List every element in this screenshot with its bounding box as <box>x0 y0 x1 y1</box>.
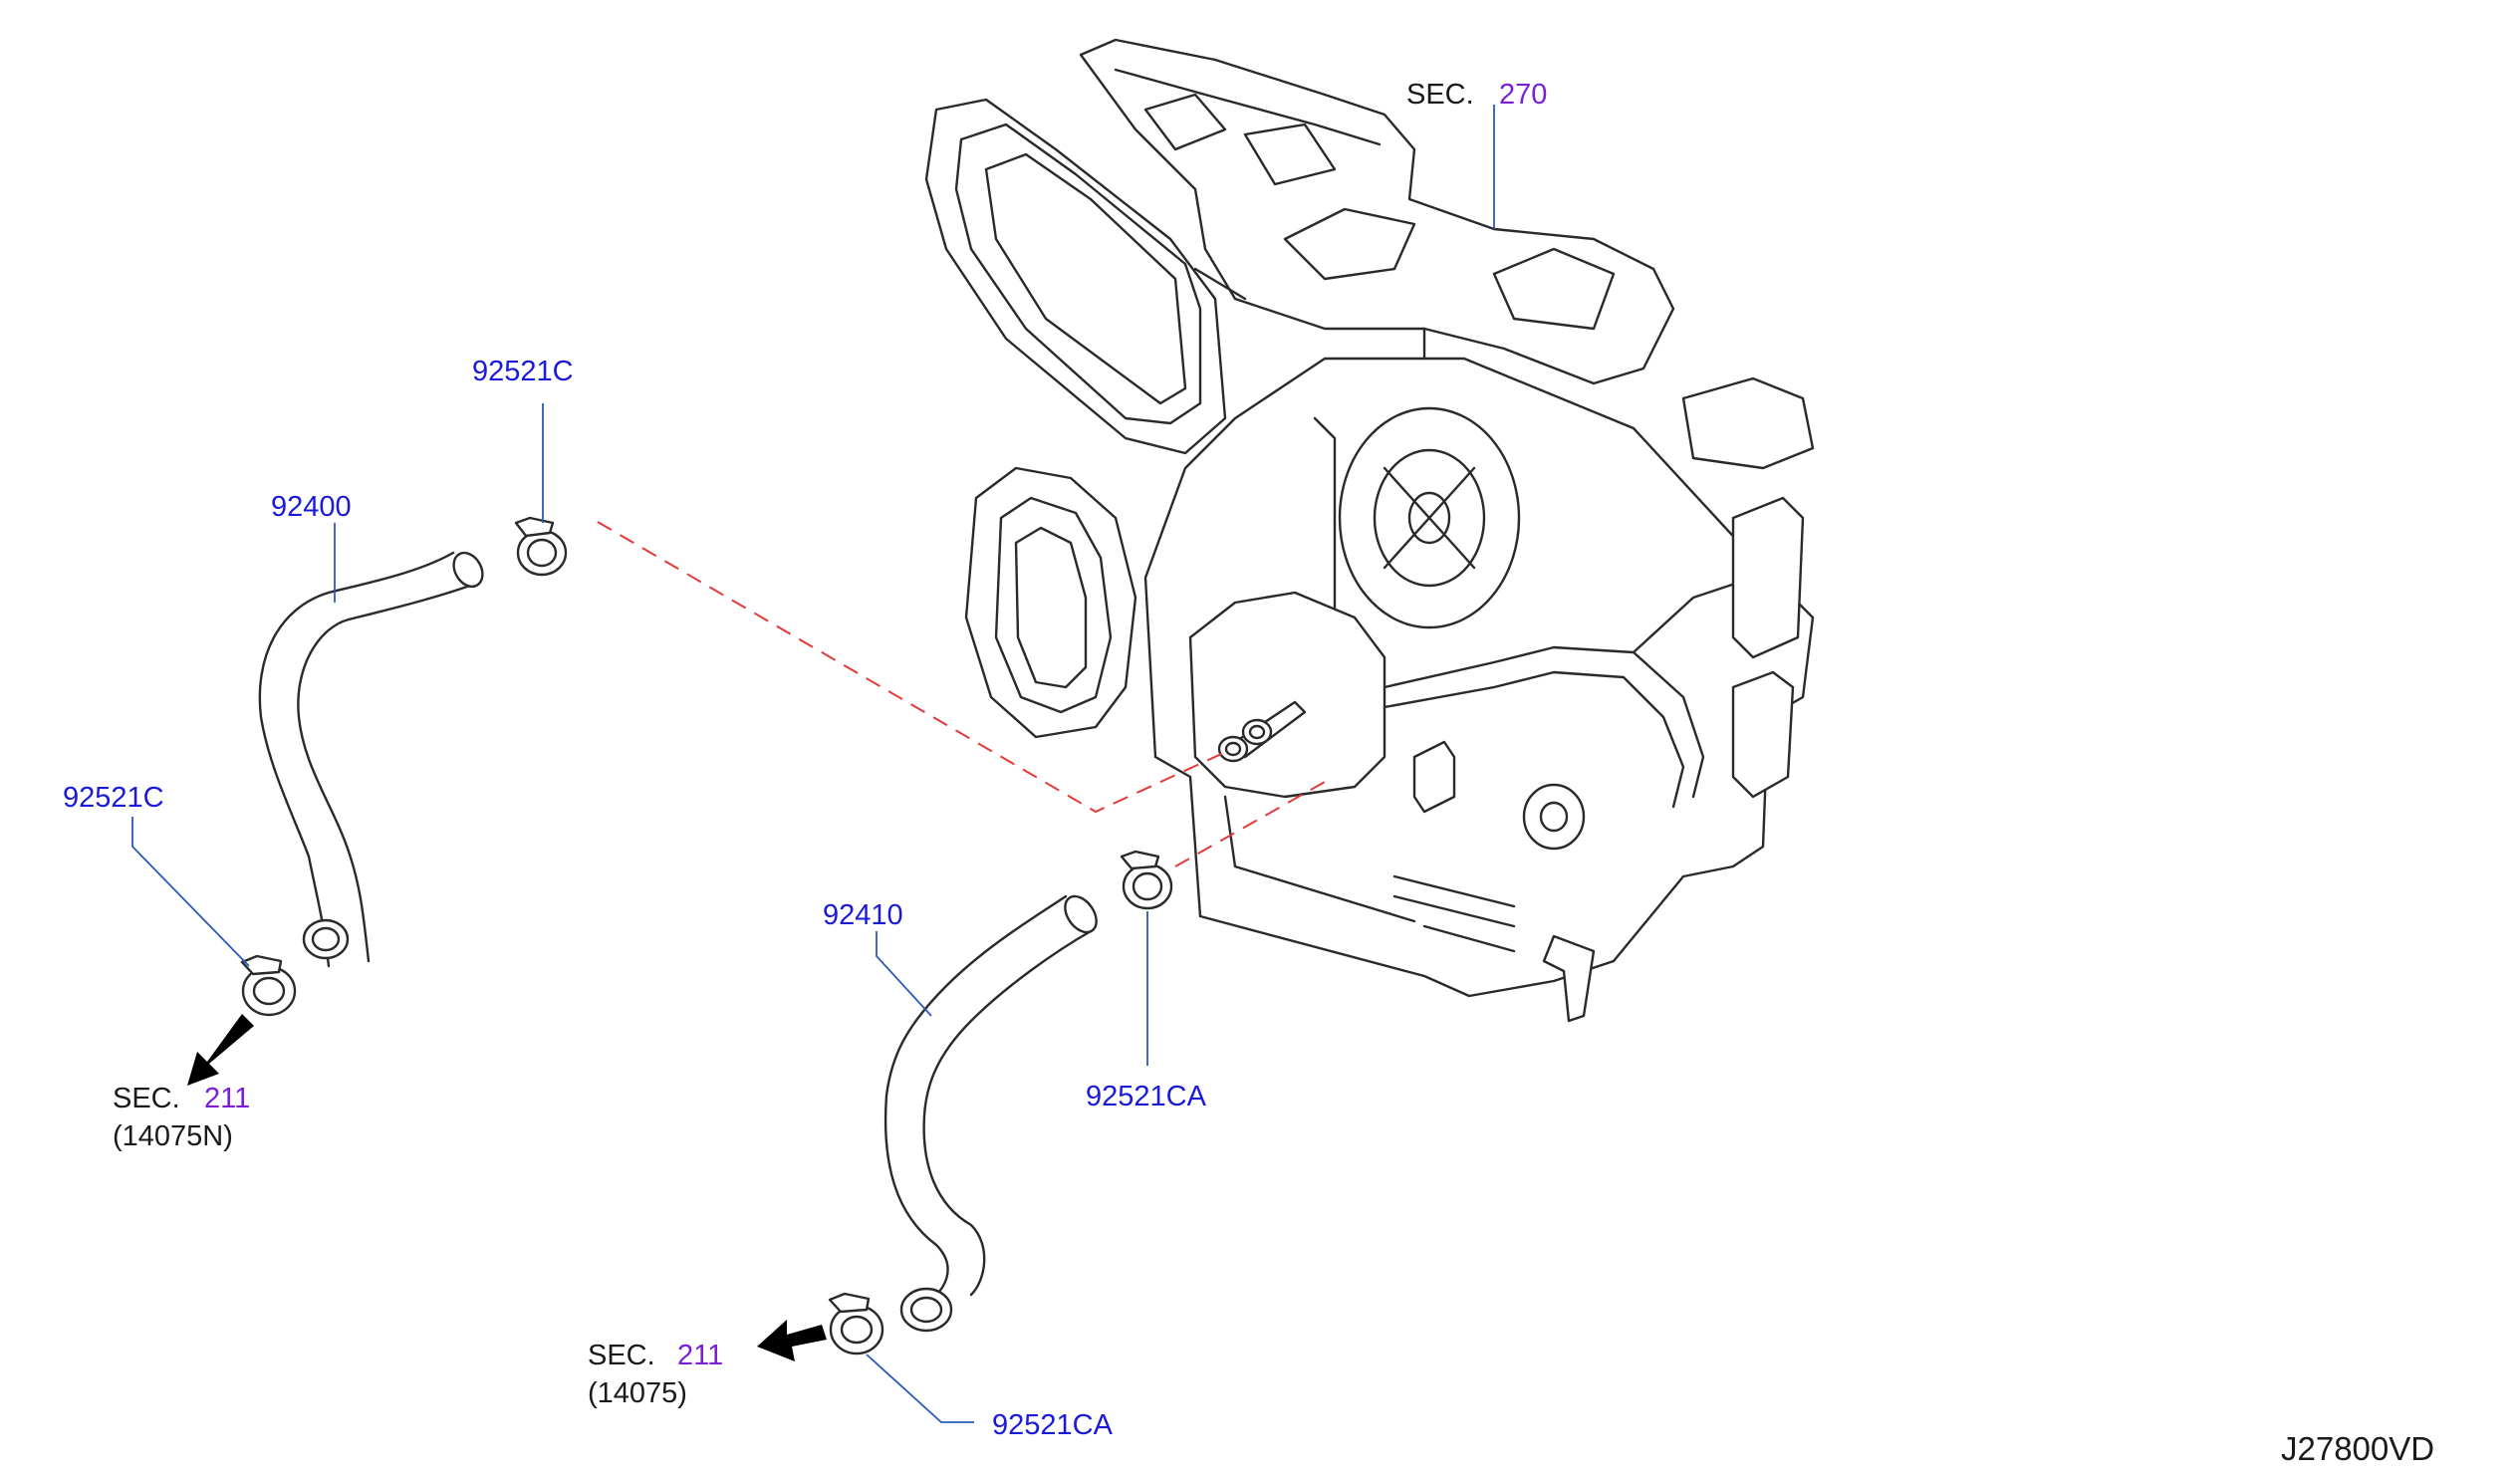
sec-211-lower-prefix: SEC. <box>588 1340 655 1371</box>
leader-92521c-bottom <box>131 817 250 967</box>
leader-lines <box>131 105 1495 1423</box>
leader-92410 <box>876 931 932 1017</box>
part-92521ca-bottom[interactable]: 92521CA <box>992 1409 1114 1441</box>
heater-hose-upper <box>258 551 484 968</box>
sec-211-upper-prefix: SEC. <box>113 1083 180 1114</box>
part-92400[interactable]: 92400 <box>271 491 352 523</box>
sec-211-upper-number[interactable]: 211 <box>204 1083 250 1114</box>
sec-270-prefix: SEC. <box>1406 79 1474 111</box>
hose-clamp-lower-bottom <box>828 1292 884 1355</box>
part-92521c-bottom[interactable]: 92521C <box>63 782 164 814</box>
flow-arrow-upper <box>187 1014 254 1086</box>
sec-270-number[interactable]: 270 <box>1499 79 1547 111</box>
heater-unit-assembly <box>924 38 1815 1023</box>
leader-92521ca-bottom <box>866 1354 974 1423</box>
upper-centerline <box>597 521 1231 814</box>
heater-hose-lower <box>883 894 1098 1333</box>
part-92521ca-top[interactable]: 92521CA <box>1086 1081 1207 1112</box>
hose-clamp-upper-bottom <box>240 954 297 1017</box>
lower-centerline <box>1174 781 1326 867</box>
hose-clamp-lower-top <box>1120 850 1173 910</box>
flow-arrow-lower <box>757 1320 827 1361</box>
sec-211-lower-sub: (14075) <box>588 1377 687 1409</box>
part-92521c-top[interactable]: 92521C <box>472 356 574 387</box>
drawing-number: J27800VD <box>2281 1430 2434 1467</box>
part-92410[interactable]: 92410 <box>823 899 903 931</box>
connection-centerlines <box>597 521 1326 867</box>
labels: SEC. 270 92521C 92400 92521C SEC. 211 (1… <box>63 79 2434 1467</box>
hose-clamp-upper-top <box>514 516 568 577</box>
sec-211-upper-sub: (14075N) <box>113 1120 233 1152</box>
sec-211-lower-number[interactable]: 211 <box>677 1340 723 1371</box>
